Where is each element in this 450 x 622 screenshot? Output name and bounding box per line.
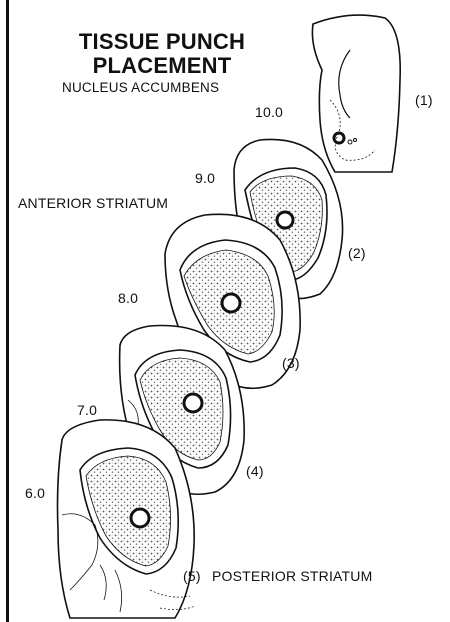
figure-title-line2: PLACEMENT: [52, 54, 272, 78]
region-posterior-label: POSTERIOR STRIATUM: [212, 568, 372, 584]
level-section-1: 10.0: [255, 104, 283, 120]
section-5: [58, 420, 196, 618]
label-section-1: (1): [415, 92, 433, 108]
label-section-3: (3): [282, 355, 300, 371]
label-section-5: (5): [183, 568, 201, 584]
section-1: [312, 15, 400, 172]
level-section-3: 8.0: [118, 290, 138, 306]
region-anterior-label: ANTERIOR STRIATUM: [18, 195, 168, 211]
level-section-5: 6.0: [25, 485, 45, 501]
subtitle: NUCLEUS ACCUMBENS: [62, 80, 219, 95]
level-section-4: 7.0: [77, 402, 97, 418]
level-section-2: 9.0: [195, 170, 215, 186]
label-section-4: (4): [246, 463, 264, 479]
figure-title-line1: TISSUE PUNCH: [52, 30, 272, 54]
label-section-2: (2): [348, 245, 366, 261]
